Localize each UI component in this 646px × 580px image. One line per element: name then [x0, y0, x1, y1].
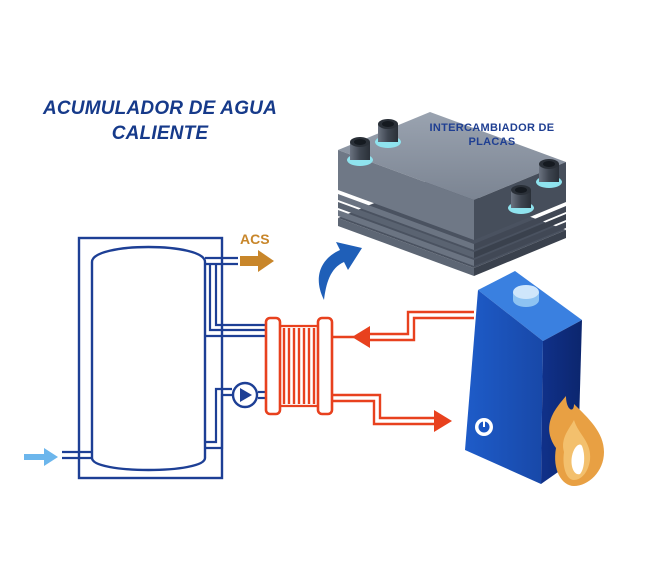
- boiler-return-pipe: [332, 393, 452, 432]
- flame-icon: [549, 396, 604, 486]
- exchanger-label-line1: INTERCAMBIADOR DE: [429, 122, 555, 134]
- exchanger-nozzle-4: [508, 185, 534, 214]
- exchanger-nozzle-1: [347, 137, 373, 166]
- exchanger-label-line2: PLACAS: [468, 136, 516, 148]
- boiler-supply-pipe: [332, 310, 474, 348]
- acs-label: ACS: [240, 231, 270, 247]
- tank-title: ACUMULADOR DE AGUA CALIENTE: [30, 96, 290, 146]
- pump-icon: [231, 381, 259, 409]
- acs-arrow-icon: [240, 250, 274, 272]
- exchanger-nozzle-3: [536, 159, 562, 188]
- cold-inlet-arrow-icon: [24, 448, 58, 466]
- tank-title-line1: ACUMULADOR DE AGUA: [42, 98, 278, 119]
- gauge-icon: [475, 418, 493, 436]
- exchanger-label: INTERCAMBIADOR DE PLACAS: [424, 121, 560, 149]
- coil-heat-exchanger: [264, 316, 334, 416]
- tank-title-line2: CALIENTE: [111, 123, 209, 144]
- hot-water-tank: [62, 236, 268, 480]
- curved-arrow-icon: [318, 242, 362, 300]
- exchanger-nozzle-2: [375, 119, 401, 148]
